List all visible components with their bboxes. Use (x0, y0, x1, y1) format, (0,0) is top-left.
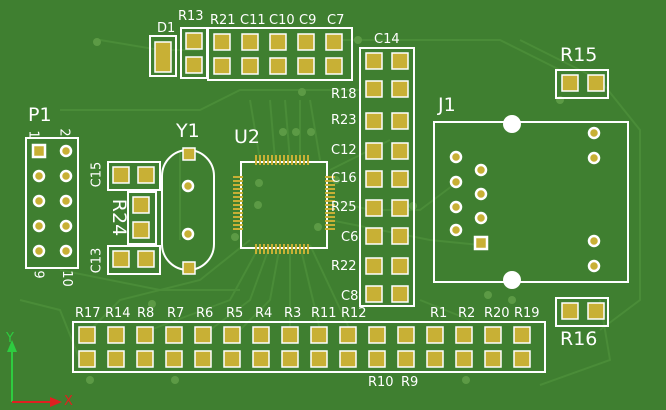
label-r10: R10 (368, 375, 394, 390)
axis-x-label: X (64, 394, 73, 409)
label-r1: R1 (430, 306, 448, 321)
label-p1: P1 (28, 104, 52, 126)
label-r13: R13 (178, 9, 204, 24)
j1-connector (433, 115, 629, 289)
label-r17: R17 (75, 306, 101, 321)
label-c6: C6 (341, 230, 359, 245)
vias (86, 36, 564, 384)
label-p1-pin1: 1 (25, 130, 41, 139)
label-r19: R19 (514, 306, 540, 321)
label-p1-pin9: 9 (30, 270, 46, 279)
label-r22: R22 (331, 259, 357, 274)
bottom-resistor-row (72, 321, 546, 373)
label-r11: R11 (311, 306, 337, 321)
label-c16: C16 (331, 171, 357, 186)
label-r2: R2 (458, 306, 476, 321)
label-c14: C14 (374, 32, 400, 47)
label-p1-pin10: 10 (58, 270, 74, 287)
vertical-stack (359, 47, 415, 307)
label-c15: C15 (89, 161, 105, 188)
u2-chip (233, 155, 335, 254)
p1-header (25, 137, 79, 269)
label-r21: R21 (210, 13, 236, 28)
label-r14: R14 (105, 306, 131, 321)
top-parts (207, 27, 353, 81)
label-c9: C9 (299, 13, 317, 28)
label-c13: C13 (89, 247, 105, 274)
label-r15: R15 (560, 44, 598, 66)
label-c10: C10 (269, 13, 295, 28)
label-r20: R20 (484, 306, 510, 321)
label-r8: R8 (137, 306, 155, 321)
label-c8: C8 (341, 289, 359, 304)
label-c12: C12 (331, 143, 357, 158)
label-r24: R24 (108, 198, 131, 237)
label-y1: Y1 (176, 120, 200, 142)
label-r12: R12 (341, 306, 367, 321)
label-d1: D1 (157, 21, 176, 36)
label-c7: C7 (327, 13, 345, 28)
label-p1-pin2: 2 (56, 128, 72, 137)
label-r3: R3 (284, 306, 302, 321)
label-r18: R18 (331, 87, 357, 102)
label-r6: R6 (196, 306, 214, 321)
label-r23: R23 (331, 113, 357, 128)
copper-traces (19, 39, 641, 386)
label-r16: R16 (560, 328, 598, 350)
label-r9: R9 (401, 375, 419, 390)
axis-y-label: Y (6, 331, 14, 346)
label-c11: C11 (240, 13, 266, 28)
label-r5: R5 (226, 306, 244, 321)
label-r25: R25 (331, 200, 357, 215)
label-r4: R4 (255, 306, 273, 321)
label-u2: U2 (234, 126, 260, 148)
label-j1: J1 (438, 94, 456, 116)
y1-crystal (161, 147, 215, 275)
origin-axes (7, 340, 62, 407)
label-r7: R7 (167, 306, 185, 321)
